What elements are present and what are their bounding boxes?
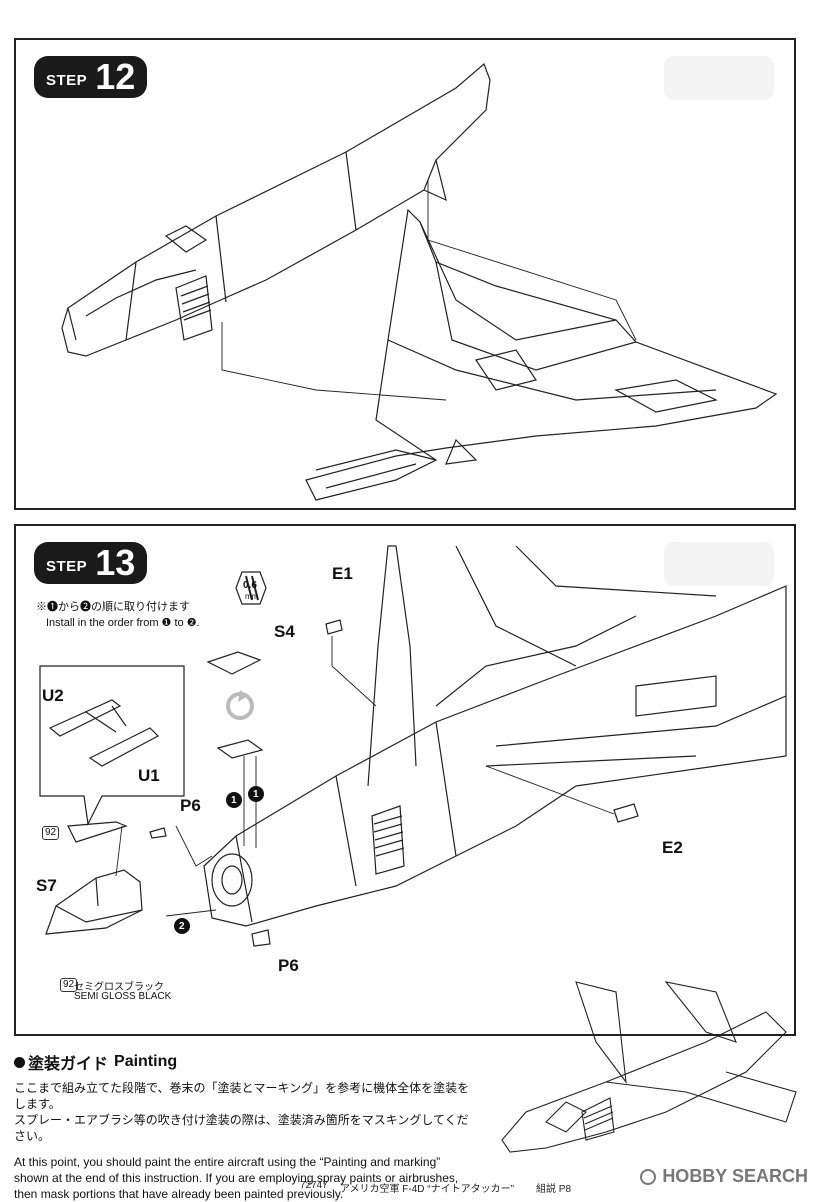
label-e1: E1 (332, 564, 353, 583)
part-e2-shape (613, 803, 639, 823)
label-s7: S7 (36, 876, 57, 895)
painting-text-en: At this point, you should paint the enti… (14, 1155, 459, 1201)
step-number: 12 (95, 56, 136, 97)
label-u1: U1 (138, 766, 160, 785)
painting-title-en: Painting (114, 1053, 178, 1070)
engine-grille (371, 805, 405, 875)
step-13-panel: STEP 13 ※❶から❷の順に取り付けます Install in the or… (14, 524, 796, 1036)
order-mark-1-right (248, 786, 264, 802)
painting-text-jp-2: スプレー・エアブラシ等の吹き付け塗装の際は、塗装済み箇所をマスキングしてください… (14, 1113, 469, 1143)
part-s7-canopy (45, 869, 143, 935)
order-mark-1-right-label: 1 (253, 789, 259, 800)
order-mark-2-label: 2 (179, 921, 185, 932)
paint-ref-92-top: 92 (42, 826, 60, 840)
step-12-badge: STEP 12 (34, 56, 148, 98)
faded-badge (664, 542, 774, 586)
step-12-panel: STEP 12 (14, 38, 796, 510)
painting-title-jp: 塗装ガイド (28, 1056, 109, 1073)
label-u2: U2 (42, 686, 64, 705)
part-e1-shape (325, 619, 343, 635)
label-s4: S4 (274, 622, 295, 641)
bullet-icon (14, 1056, 25, 1068)
fuselage-wing-assembly-drawing (61, 62, 778, 501)
wing-outline (305, 208, 778, 501)
vertical-fin-outline (367, 545, 417, 787)
watermark: HOBBY SEARCH (640, 1166, 808, 1187)
part-u2-shape (48, 699, 122, 737)
alignment-line-1 (427, 180, 637, 341)
label-p6-top: P6 (180, 796, 201, 815)
drill-bit-icon (235, 571, 267, 605)
intake-grille (175, 275, 213, 341)
order-note-jp: ※❶から❷の順に取り付けます (36, 601, 190, 613)
rotate-icon (226, 690, 254, 720)
inset-detail-box (39, 665, 185, 826)
label-p6-bottom: P6 (278, 956, 299, 975)
step-13-badge: STEP 13 (34, 542, 148, 584)
paint-name-jp: セミグロスブラック (74, 982, 164, 993)
footer-product-title: アメリカ空軍 F-4D “ナイトアタッカー” (340, 1184, 514, 1195)
completed-aircraft-illustration (501, 981, 797, 1153)
painting-title: 塗装ガイド Painting (14, 1050, 474, 1074)
part-p6-bottom-shape (251, 929, 271, 947)
faded-badge (664, 56, 774, 100)
part-s4-shape (206, 651, 262, 675)
watermark-logo-icon (640, 1168, 657, 1185)
rear-fuselage-assembly-drawing (39, 545, 787, 947)
order-mark-1-left-label: 1 (231, 795, 237, 806)
part-u1-shape (88, 727, 159, 767)
painting-guide: 塗装ガイド Painting ここまで組み立てた段階で、巻末の「塗装とマーキング… (14, 1050, 474, 1202)
step-number: 13 (95, 542, 136, 583)
watermark-text: HOBBY SEARCH (662, 1166, 808, 1186)
panel-part-shape (216, 739, 264, 759)
drill-unit: mm (245, 592, 259, 601)
nozzle-piece-shape (67, 821, 128, 843)
order-note-en: Install in the order from ❶ to ❷. (46, 617, 200, 629)
paint-name-en: SEMI GLOSS BLACK (74, 991, 172, 1002)
order-mark-2 (174, 918, 190, 934)
part-p6-top-shape (149, 827, 167, 839)
step-word: STEP (46, 557, 88, 575)
alignment-line-2 (221, 322, 447, 401)
paint-ref-92-bottom: 92 (60, 978, 78, 992)
fuselage-outline (61, 62, 491, 357)
drill-size: 0.6 (243, 580, 257, 591)
footer-product-code: 72747 (300, 1180, 328, 1191)
order-mark-1-left (226, 792, 242, 808)
painting-text-jp-1: ここまで組み立てた段階で、巻末の「塗装とマーキング」を参考に機体全体を塗装をしま… (14, 1081, 470, 1111)
footer-page-number: 組説 P8 (536, 1184, 572, 1195)
label-e2: E2 (662, 838, 683, 857)
step-word: STEP (46, 71, 88, 89)
rear-fuselage-outline (203, 585, 787, 927)
